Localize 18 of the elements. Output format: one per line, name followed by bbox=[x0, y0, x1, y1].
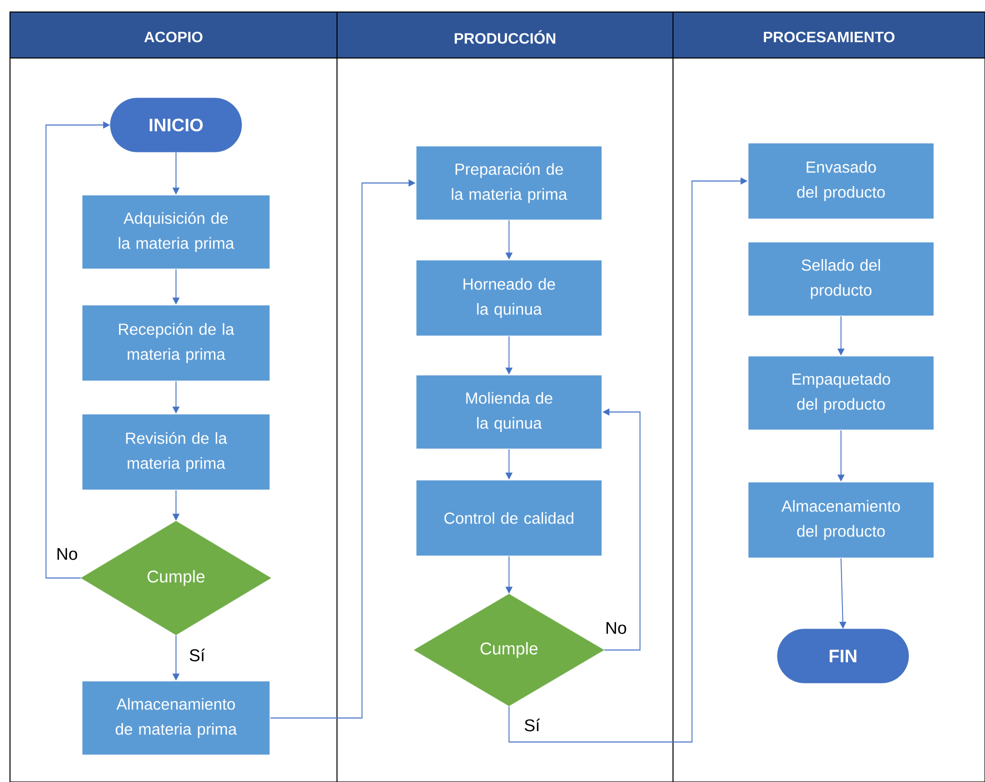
process-box: Sellado del producto bbox=[748, 242, 934, 316]
process-box: Envasado del producto bbox=[748, 142, 934, 220]
process-box: Empaquetado del producto bbox=[748, 356, 934, 430]
process-box: Revisión de la materia prima bbox=[82, 414, 270, 490]
process-box: Horneado de la quinua bbox=[416, 260, 602, 336]
edge-label: No bbox=[604, 621, 628, 635]
process-box: Preparación de la materia prima bbox=[416, 146, 602, 220]
process-box: Control de calidad bbox=[416, 480, 602, 556]
process-box: Almacenamiento de materia prima bbox=[82, 680, 270, 756]
process-box: Molienda de la quinua bbox=[416, 374, 602, 450]
process-box: Almacenamiento del producto bbox=[748, 482, 934, 558]
edge-label: Sí bbox=[188, 648, 206, 662]
process-box: Adquisición de la materia prima bbox=[82, 194, 270, 270]
edge-label: No bbox=[55, 547, 79, 561]
terminal-box: FIN bbox=[777, 628, 909, 684]
edge-label: Sí bbox=[522, 718, 542, 732]
process-box: Recepción de la materia prima bbox=[82, 304, 270, 382]
terminal-box: INICIO bbox=[110, 98, 242, 152]
